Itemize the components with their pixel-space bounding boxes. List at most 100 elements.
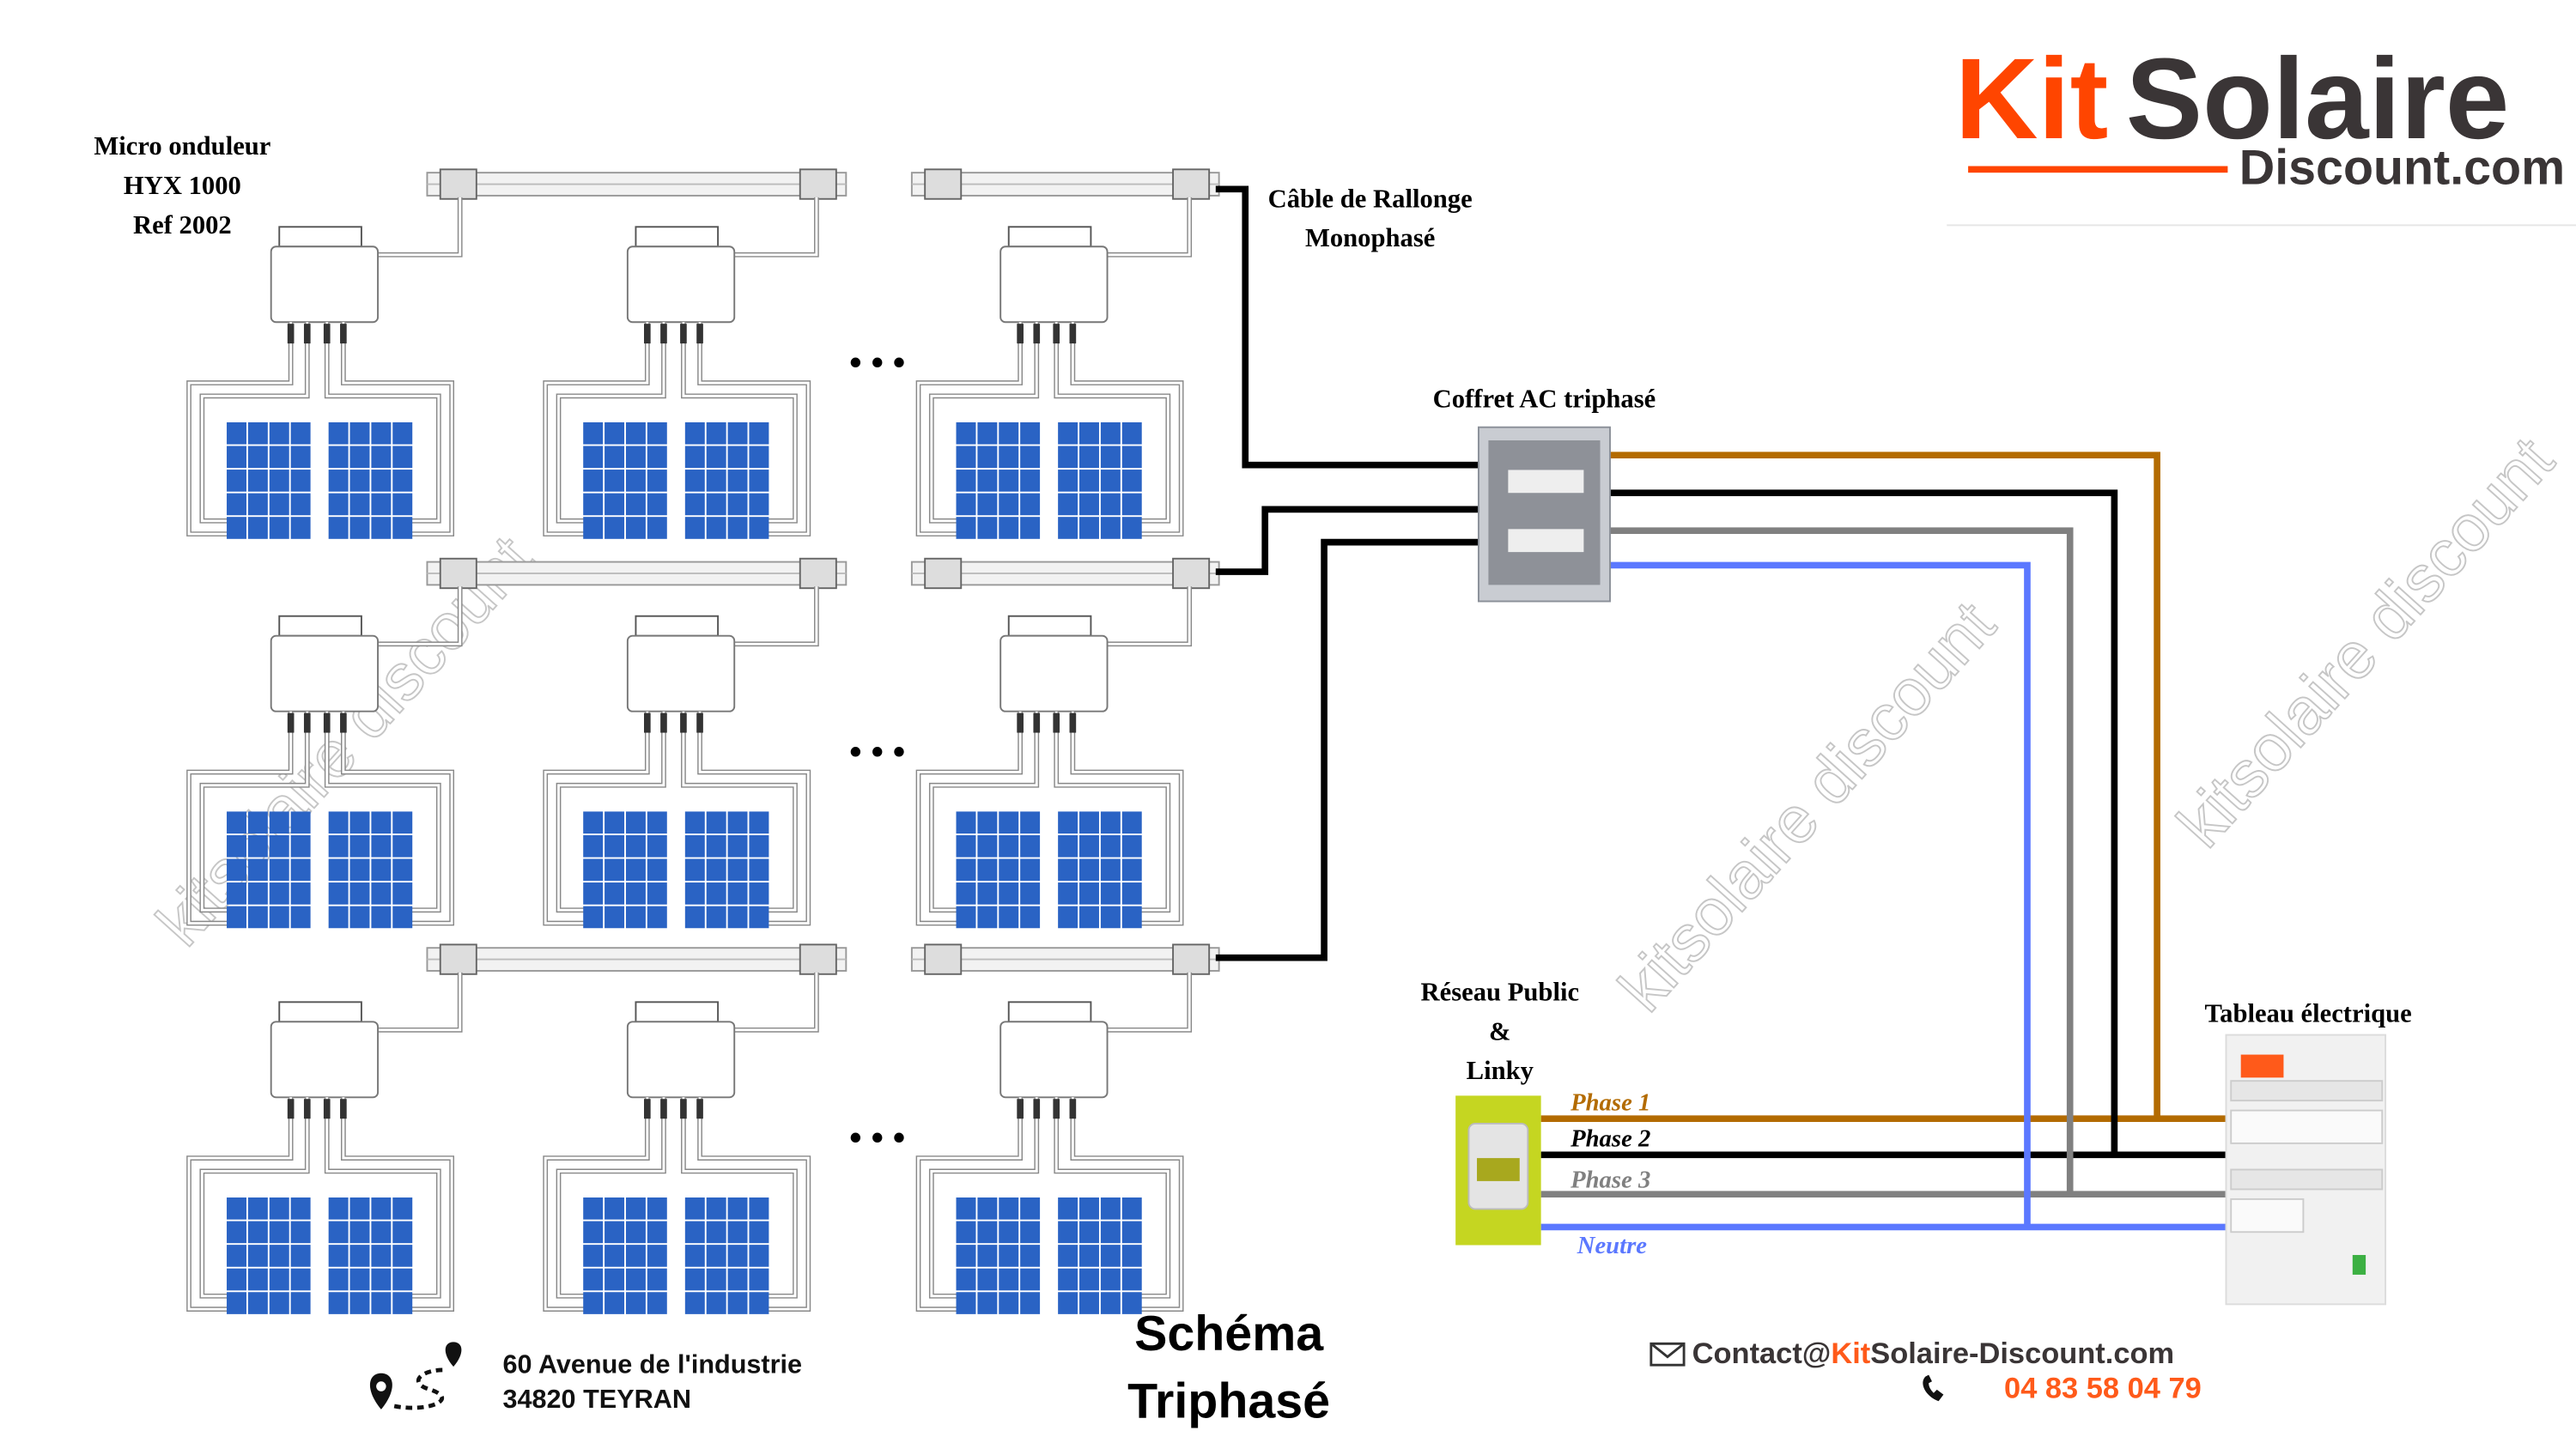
phone-icon — [1923, 1374, 1944, 1402]
micro-inverter — [999, 634, 1109, 712]
mc4-connector — [1033, 324, 1041, 344]
inverter-bracket — [1007, 226, 1092, 248]
solar-cell — [1020, 1245, 1041, 1267]
solar-cell — [625, 446, 646, 469]
dc-cable-inner — [544, 711, 649, 925]
solar-cell — [1058, 882, 1078, 905]
solar-cell — [349, 470, 370, 492]
solar-cell — [749, 446, 769, 469]
solar-cell — [227, 858, 246, 882]
watermark: kitsolaire discount — [1606, 588, 2009, 1025]
solar-cell — [956, 906, 976, 929]
rail-connector — [439, 943, 477, 975]
solar-cell — [328, 517, 349, 539]
mc4-connector — [660, 1099, 667, 1119]
solar-cell — [647, 1221, 667, 1244]
solar-cell — [684, 446, 705, 469]
solar-cell — [706, 470, 726, 492]
solar-cell — [706, 906, 726, 929]
dc-cable-inner — [930, 711, 1038, 912]
mc4-connector — [340, 324, 347, 344]
ellipses: • • •• • •• • • — [849, 343, 905, 1158]
solar-cell — [684, 517, 705, 539]
solar-cell — [625, 493, 646, 516]
solar-cell — [583, 811, 604, 834]
solar-cell — [647, 470, 667, 492]
solar-cell — [1121, 493, 1142, 516]
solar-panel — [1058, 811, 1142, 929]
solar-cell — [706, 1221, 726, 1244]
title-line2: Triphasé — [1127, 1373, 1330, 1428]
solar-cell — [371, 1268, 392, 1291]
solar-cell — [349, 1292, 370, 1314]
solar-cell — [371, 470, 392, 492]
wire-phase-1-riser — [1610, 452, 2160, 1119]
ac-lead — [734, 586, 819, 647]
solar-cell — [583, 1197, 604, 1220]
solar-cell — [290, 1197, 311, 1220]
rail-connector — [1172, 943, 1211, 975]
dc-cable-inner — [1054, 322, 1170, 523]
solar-cell — [1100, 811, 1121, 834]
wire-label: Phase 3 — [1570, 1167, 1650, 1194]
dc-cable-inner — [557, 1097, 665, 1298]
solar-panel — [583, 1197, 667, 1314]
solar-cell — [684, 493, 705, 516]
solar-cell — [1058, 1221, 1078, 1244]
ac-lead — [1107, 972, 1193, 1033]
solar-cell — [625, 517, 646, 539]
solar-cell — [605, 1245, 625, 1267]
solar-cell — [749, 470, 769, 492]
solar-cell — [328, 493, 349, 516]
solar-cell — [684, 1197, 705, 1220]
mc4-connector — [303, 712, 311, 733]
solar-cell — [392, 1197, 413, 1220]
solar-cell — [1079, 834, 1099, 858]
linky-meter — [1455, 1095, 1541, 1246]
dc-cable-inner — [325, 711, 440, 912]
contact-email[interactable]: Contact@KitSolaire-Discount.com — [1692, 1337, 2174, 1370]
solar-cell — [605, 882, 625, 905]
rail-connector — [439, 557, 477, 590]
solar-cell — [247, 1245, 268, 1267]
solar-cell — [227, 1221, 246, 1244]
mc4-connector — [696, 712, 703, 733]
solar-cell — [977, 811, 998, 834]
solar-cell — [392, 470, 413, 492]
solar-cell — [706, 517, 726, 539]
solar-cell — [727, 858, 748, 882]
solar-cell — [1020, 1268, 1041, 1291]
inverter-ref: Ref 2002 — [133, 210, 232, 239]
solar-cell — [1079, 1197, 1099, 1220]
ellipsis: • • • — [849, 732, 905, 773]
solar-cell — [684, 858, 705, 882]
solar-cell — [749, 1221, 769, 1244]
contact-phone[interactable]: 04 83 58 04 79 — [2004, 1372, 2202, 1404]
extension-cables — [1215, 185, 1482, 961]
solar-cell — [290, 834, 311, 858]
solar-panel — [328, 1197, 413, 1314]
solar-cell — [227, 1245, 246, 1267]
inverter-bracket — [278, 226, 362, 248]
mc4-connector — [323, 1099, 331, 1119]
solar-cell — [706, 421, 726, 445]
solar-panel — [956, 421, 1041, 539]
solar-cell — [583, 421, 604, 445]
address-line1: 60 Avenue de l'industrie — [502, 1350, 802, 1379]
micro-inverter — [626, 634, 736, 712]
solar-cell — [625, 1221, 646, 1244]
wire-neutre-riser — [1610, 561, 2031, 1228]
solar-cell — [328, 1245, 349, 1267]
solar-cell — [684, 834, 705, 858]
solar-cell — [977, 858, 998, 882]
solar-cell — [247, 1292, 268, 1314]
solar-cell — [727, 470, 748, 492]
solar-cell — [1121, 446, 1142, 469]
solar-cell — [727, 517, 748, 539]
ac-trunk-rail — [426, 557, 848, 590]
mc4-connector — [1053, 712, 1060, 733]
grid-label-amp: & — [1489, 1016, 1511, 1046]
solar-cell — [269, 421, 289, 445]
solar-cell — [956, 834, 976, 858]
